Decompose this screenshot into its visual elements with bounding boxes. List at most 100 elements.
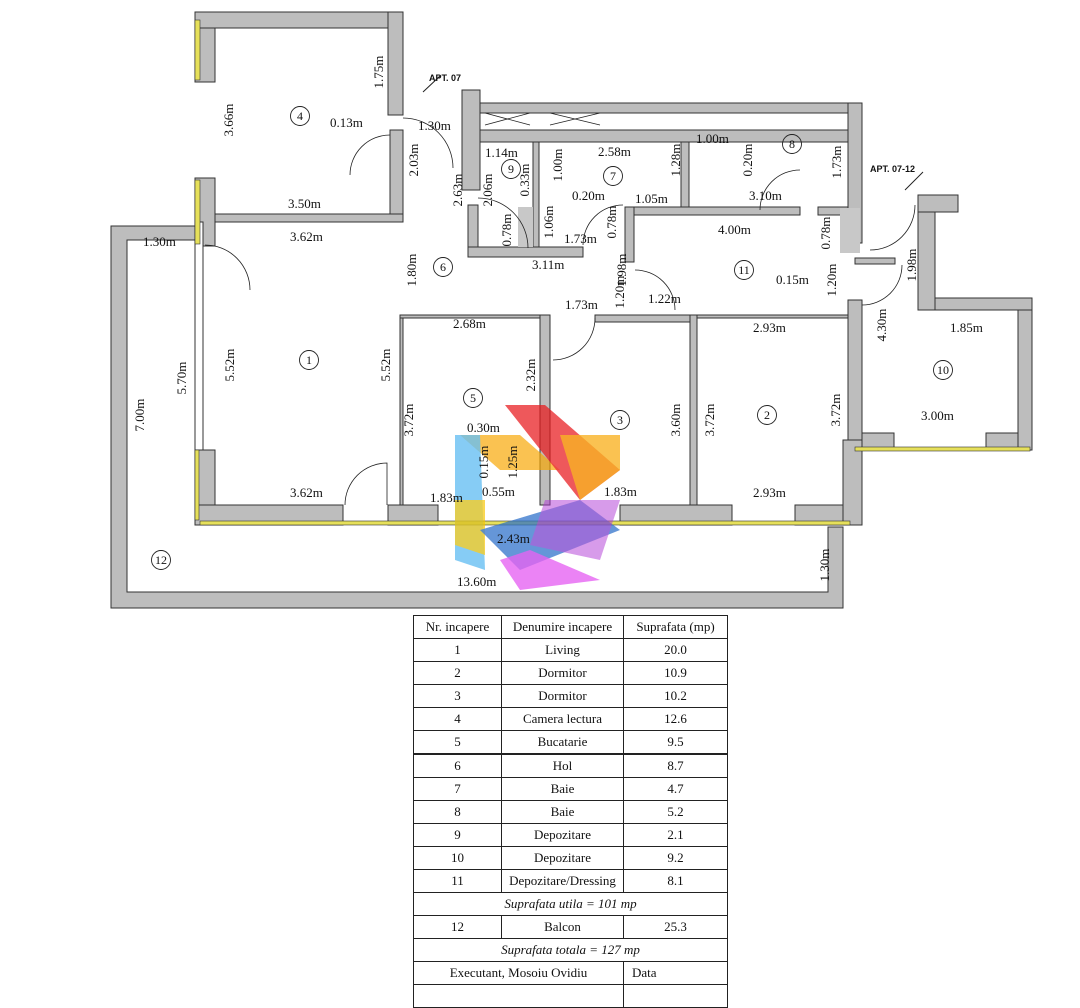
- room-marker-6: 6: [433, 257, 453, 277]
- wall: [594, 314, 698, 323]
- apt-pointer: [904, 171, 924, 191]
- dimension-label: 1.30m: [817, 549, 832, 582]
- logo-shape: [455, 500, 485, 555]
- watermark-logo: [455, 405, 620, 590]
- useful-area: Suprafata utila = 101 mp: [413, 892, 728, 916]
- cell-number: 4: [413, 707, 502, 731]
- wall: [389, 129, 404, 223]
- wall: [1017, 297, 1033, 451]
- dimension-label: 7.00m: [132, 399, 147, 432]
- dimension-label: 0.30m: [467, 420, 500, 435]
- executant: Executant, Mosoiu Ovidiu: [413, 961, 624, 985]
- dimension-label: 1.30m: [418, 118, 451, 133]
- window: [194, 179, 201, 245]
- dimension-label: 1.00m: [696, 131, 729, 146]
- cell-number: 11: [413, 869, 502, 893]
- wall: [854, 257, 896, 265]
- column-header: Denumire incapere: [501, 615, 624, 639]
- door-swing: [582, 204, 624, 246]
- cell-number: 5: [413, 730, 502, 755]
- dimension-label: 5.70m: [174, 362, 189, 395]
- dimension-label: 1.73m: [564, 231, 597, 246]
- dimension-label: 3.72m: [828, 394, 843, 427]
- room-marker-3: 3: [610, 410, 630, 430]
- apt-label: APT. 07-12: [870, 164, 915, 174]
- dimension-label: 3.11m: [532, 257, 564, 272]
- room-marker-4: 4: [290, 106, 310, 126]
- dimension-label: 0.78m: [818, 217, 833, 250]
- dimension-label: 1.28m: [668, 144, 683, 177]
- room-marker-12: 12: [151, 550, 171, 570]
- wall: [194, 11, 401, 29]
- door-swing: [204, 244, 251, 291]
- dimension-label: 0.78m: [499, 214, 514, 247]
- dimension-label: 1.14m: [485, 145, 518, 160]
- wall: [624, 206, 801, 216]
- room-marker-8: 8: [782, 134, 802, 154]
- wall: [696, 314, 851, 319]
- dimension-label: 0.15m: [476, 446, 491, 479]
- room-circle: [757, 405, 777, 425]
- dimension-label: 1.83m: [604, 484, 637, 499]
- cell-number: 6: [413, 753, 502, 778]
- wall: [689, 314, 698, 506]
- dimension-label: 0.13m: [330, 115, 363, 130]
- dimension-label: 3.66m: [221, 104, 236, 137]
- room-circle: [463, 388, 483, 408]
- total-area: Suprafata totala = 127 mp: [413, 938, 728, 962]
- cell-name: Baie: [501, 777, 624, 801]
- room-number: 11: [738, 263, 750, 277]
- dimension-label: 3.60m: [668, 404, 683, 437]
- wall: [467, 246, 584, 258]
- room-marker-11: 11: [734, 260, 754, 280]
- apt-label: APT. 07: [429, 73, 461, 83]
- room-circle: [151, 550, 171, 570]
- wall: [387, 11, 404, 116]
- cell-name: Baie: [501, 800, 624, 824]
- window: [194, 449, 200, 521]
- cell-number: 3: [413, 684, 502, 708]
- dimension-label: 0.33m: [517, 164, 532, 197]
- wall: [934, 297, 1033, 311]
- dimension-label: 1.83m: [430, 490, 463, 505]
- door-swing: [344, 462, 388, 506]
- room-circle: [501, 159, 521, 179]
- dimension-label: 1.98m: [904, 249, 919, 282]
- door-swing: [477, 197, 529, 249]
- cell-area: 20.0: [623, 638, 728, 662]
- dimension-label: 2.93m: [753, 485, 786, 500]
- cell-number: 2: [413, 661, 502, 685]
- dimension-label: 1.05m: [635, 191, 668, 206]
- door-swing: [634, 269, 676, 311]
- door-swing: [759, 169, 801, 211]
- dimension-label: 1.73m: [565, 297, 598, 312]
- logo-shape: [460, 435, 560, 470]
- cell-area: 10.9: [623, 661, 728, 685]
- dimension-label: 2.58m: [598, 144, 631, 159]
- room-circle: [290, 106, 310, 126]
- cell-name: Dormitor: [501, 684, 624, 708]
- shaft: [518, 207, 533, 247]
- room-marker-7: 7: [603, 166, 623, 186]
- room-circle: [734, 260, 754, 280]
- dimension-label: 3.62m: [290, 229, 323, 244]
- cell-area: 9.2: [623, 846, 728, 870]
- room-marker-10: 10: [933, 360, 953, 380]
- wall: [847, 299, 863, 441]
- dimension-label: 4.00m: [718, 222, 751, 237]
- cell-area: 9.5: [623, 730, 728, 755]
- dimension-label: 0.78m: [604, 206, 619, 239]
- door-swing: [349, 134, 391, 176]
- room-number: 12: [155, 553, 167, 567]
